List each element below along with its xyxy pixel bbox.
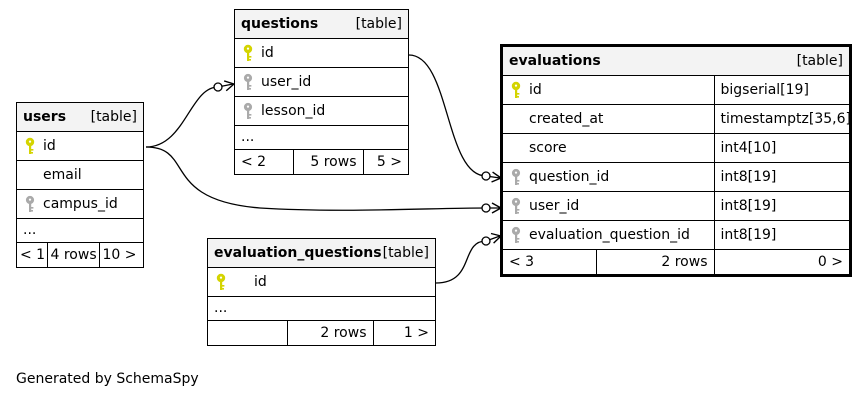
table-users[interactable]: users [table] id email campus_id ... < 1 … (16, 102, 144, 268)
table-header[interactable]: evaluations [table] (503, 47, 849, 76)
column-name: question_id (529, 168, 610, 185)
column-name: user_id (529, 197, 580, 214)
foreign-key-icon (509, 197, 523, 215)
table-evaluations[interactable]: evaluations [table] id bigserial[19] crea… (500, 44, 852, 277)
edge-questions-evaluations-crow (491, 171, 502, 183)
column-row[interactable]: score int4[10] (503, 132, 849, 163)
column-row[interactable]: ... (17, 217, 143, 243)
edge-users-questions (145, 83, 234, 148)
primary-key-icon (23, 137, 37, 155)
column-type: int8[19] (713, 190, 849, 221)
column-name: id (261, 44, 274, 61)
column-name: id (43, 137, 56, 154)
column-name: ... (23, 222, 37, 238)
footer-children[interactable]: 5 > (362, 148, 408, 174)
foreign-key-icon (241, 102, 255, 120)
table-type-tag: [table] (796, 52, 843, 69)
footer-children[interactable]: 1 > (372, 319, 435, 345)
table-questions[interactable]: questions [table] id user_id lesson_id ..… (234, 9, 409, 175)
column-name: evaluation_question_id (529, 226, 690, 243)
table-type-tag: [table] (382, 244, 429, 261)
edge-evalq-evaluations-crow (490, 232, 502, 244)
primary-key-icon (509, 81, 523, 99)
column-row[interactable]: lesson_id (235, 95, 408, 126)
edge-questions-evaluations-zero-marker (481, 171, 491, 181)
column-type: timestamptz[35,6] (713, 103, 849, 134)
edge-evalq-evaluations (435, 235, 501, 284)
column-name: campus_id (43, 195, 118, 212)
footer-parents[interactable]: < 3 (503, 248, 597, 274)
foreign-key-icon (23, 195, 37, 213)
column-name: created_at (529, 110, 604, 127)
primary-key-icon (241, 44, 255, 62)
table-footer: < 3 2 rows 0 > (503, 248, 849, 274)
table-footer: < 1 4 rows 10 > (17, 241, 143, 267)
column-type: int4[10] (713, 132, 849, 163)
column-row[interactable]: campus_id (17, 188, 143, 219)
table-header[interactable]: questions [table] (235, 10, 408, 39)
column-row[interactable]: question_id int8[19] (503, 161, 849, 192)
table-footer: 2 rows 1 > (208, 319, 435, 345)
table-name: users (23, 108, 67, 125)
column-name: lesson_id (261, 102, 326, 119)
foreign-key-icon (509, 226, 523, 244)
column-row[interactable]: created_at timestamptz[35,6] (503, 103, 849, 134)
column-type: bigserial[19] (713, 74, 849, 105)
column-name: ... (241, 129, 255, 145)
column-name: score (529, 139, 567, 156)
footer-rows: 4 rows (46, 241, 100, 267)
column-name: id (254, 273, 267, 290)
footer-parents[interactable]: < 2 (235, 148, 294, 174)
column-row[interactable]: evaluation_question_id int8[19] (503, 219, 849, 250)
column-type: int8[19] (713, 161, 849, 192)
foreign-key-icon (241, 73, 255, 91)
footer-parents[interactable] (208, 319, 288, 345)
column-row[interactable]: id (208, 266, 435, 297)
generated-by-note: Generated by SchemaSpy (16, 371, 199, 387)
table-header[interactable]: users [table] (17, 103, 143, 132)
column-name: ... (214, 300, 228, 316)
column-name: email (43, 166, 82, 183)
column-row[interactable]: email (17, 159, 143, 190)
edge-users-questions-crow (223, 80, 235, 92)
footer-parents[interactable]: < 1 (17, 241, 48, 267)
column-row[interactable]: id bigserial[19] (503, 74, 849, 105)
column-row[interactable]: user_id (235, 66, 408, 97)
column-row[interactable]: ... (208, 295, 435, 321)
column-name: id (529, 81, 542, 98)
column-type: int8[19] (713, 219, 849, 250)
table-name: questions (241, 15, 319, 32)
edge-users-evaluations (145, 146, 500, 211)
footer-rows: 2 rows (595, 248, 715, 274)
edge-users-questions-zero-marker (213, 82, 223, 92)
table-header[interactable]: evaluation_questions[table] (208, 239, 435, 268)
footer-children[interactable]: 10 > (98, 241, 143, 267)
column-row[interactable]: id (17, 130, 143, 161)
edge-questions-evaluations (408, 54, 501, 179)
table-type-tag: [table] (90, 108, 137, 125)
table-type-tag: [table] (355, 15, 402, 32)
column-row[interactable]: id (235, 37, 408, 68)
table-name: evaluations (509, 52, 601, 69)
footer-rows: 2 rows (286, 319, 374, 345)
foreign-key-icon (509, 168, 523, 186)
edge-users-evaluations-crow (491, 202, 502, 214)
primary-key-icon (214, 273, 228, 291)
column-name: user_id (261, 73, 312, 90)
table-name: evaluation_questions (214, 244, 382, 261)
table-evaluation-questions[interactable]: evaluation_questions[table] id ... 2 row… (207, 238, 436, 346)
footer-children[interactable]: 0 > (713, 248, 849, 274)
footer-rows: 5 rows (292, 148, 364, 174)
edge-evalq-evaluations-zero-marker (481, 236, 491, 246)
column-row[interactable]: ... (235, 124, 408, 150)
table-footer: < 2 5 rows 5 > (235, 148, 408, 174)
edge-users-evaluations-zero-marker (481, 203, 491, 213)
column-row[interactable]: user_id int8[19] (503, 190, 849, 221)
